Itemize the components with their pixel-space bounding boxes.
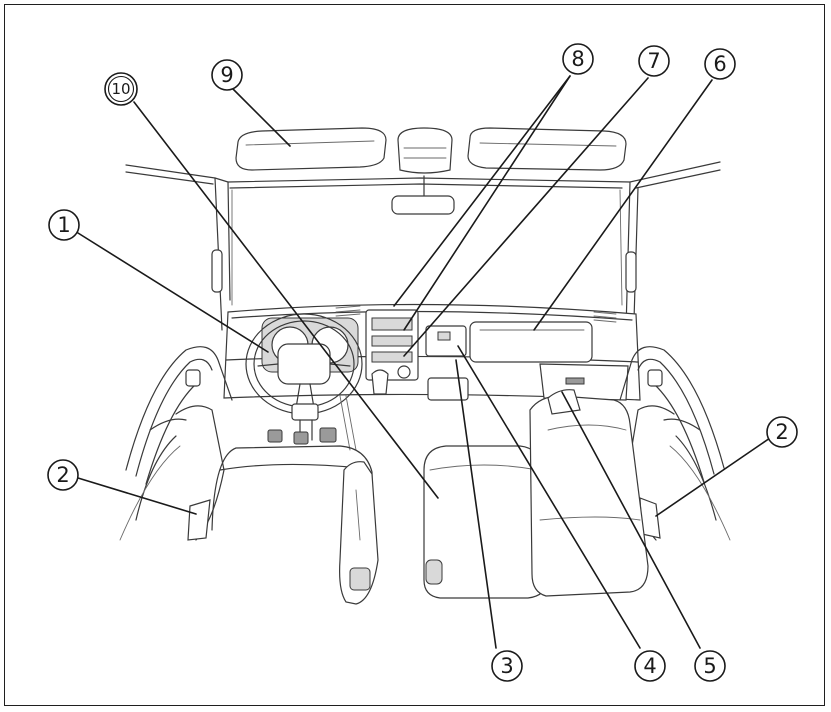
callout-5: 5 [694,650,726,682]
callout-9-label: 9 [220,63,233,87]
steering-wheel [245,313,363,441]
callout-2-left: 2 [47,459,79,491]
callout-5-label: 5 [703,654,716,678]
leader-2-left [77,477,197,515]
callout-2-right-label: 2 [775,420,788,444]
sun-visor-left [235,127,387,171]
callout-6-label: 6 [713,52,726,76]
leader-3 [455,359,497,649]
driver-seat [211,445,379,605]
right-door [619,346,731,541]
callout-10: 10 [104,72,138,106]
callout-2-right: 2 [766,416,798,448]
rear-view-mirror [391,127,455,215]
callout-3: 3 [491,650,523,682]
leader-8a [393,75,571,307]
leader-6 [533,79,713,331]
pillar-grab-handles [211,249,637,293]
callout-4: 4 [634,650,666,682]
leader-lines [77,75,771,649]
leader-5 [561,391,701,649]
callout-2-left-label: 2 [56,463,69,487]
leader-8b [403,75,571,331]
callout-3-label: 3 [500,654,513,678]
leader-10 [133,101,439,499]
callout-10-label: 10 [111,80,130,98]
callout-1-label: 1 [57,213,70,237]
callout-9: 9 [211,59,243,91]
sun-visor-right [467,127,627,171]
leader-1 [77,232,269,353]
leader-4 [457,345,641,649]
passenger-seat [529,389,649,597]
callout-8-label: 8 [571,47,584,71]
callout-8: 8 [562,43,594,75]
leader-7 [403,77,649,357]
left-door [119,346,233,541]
leader-9 [231,87,291,147]
callout-7: 7 [638,45,670,77]
callout-1: 1 [48,209,80,241]
callout-7-label: 7 [647,49,660,73]
callout-4-label: 4 [643,654,656,678]
callout-6: 6 [704,48,736,80]
pedals [267,395,357,451]
leader-2-right [655,437,771,517]
